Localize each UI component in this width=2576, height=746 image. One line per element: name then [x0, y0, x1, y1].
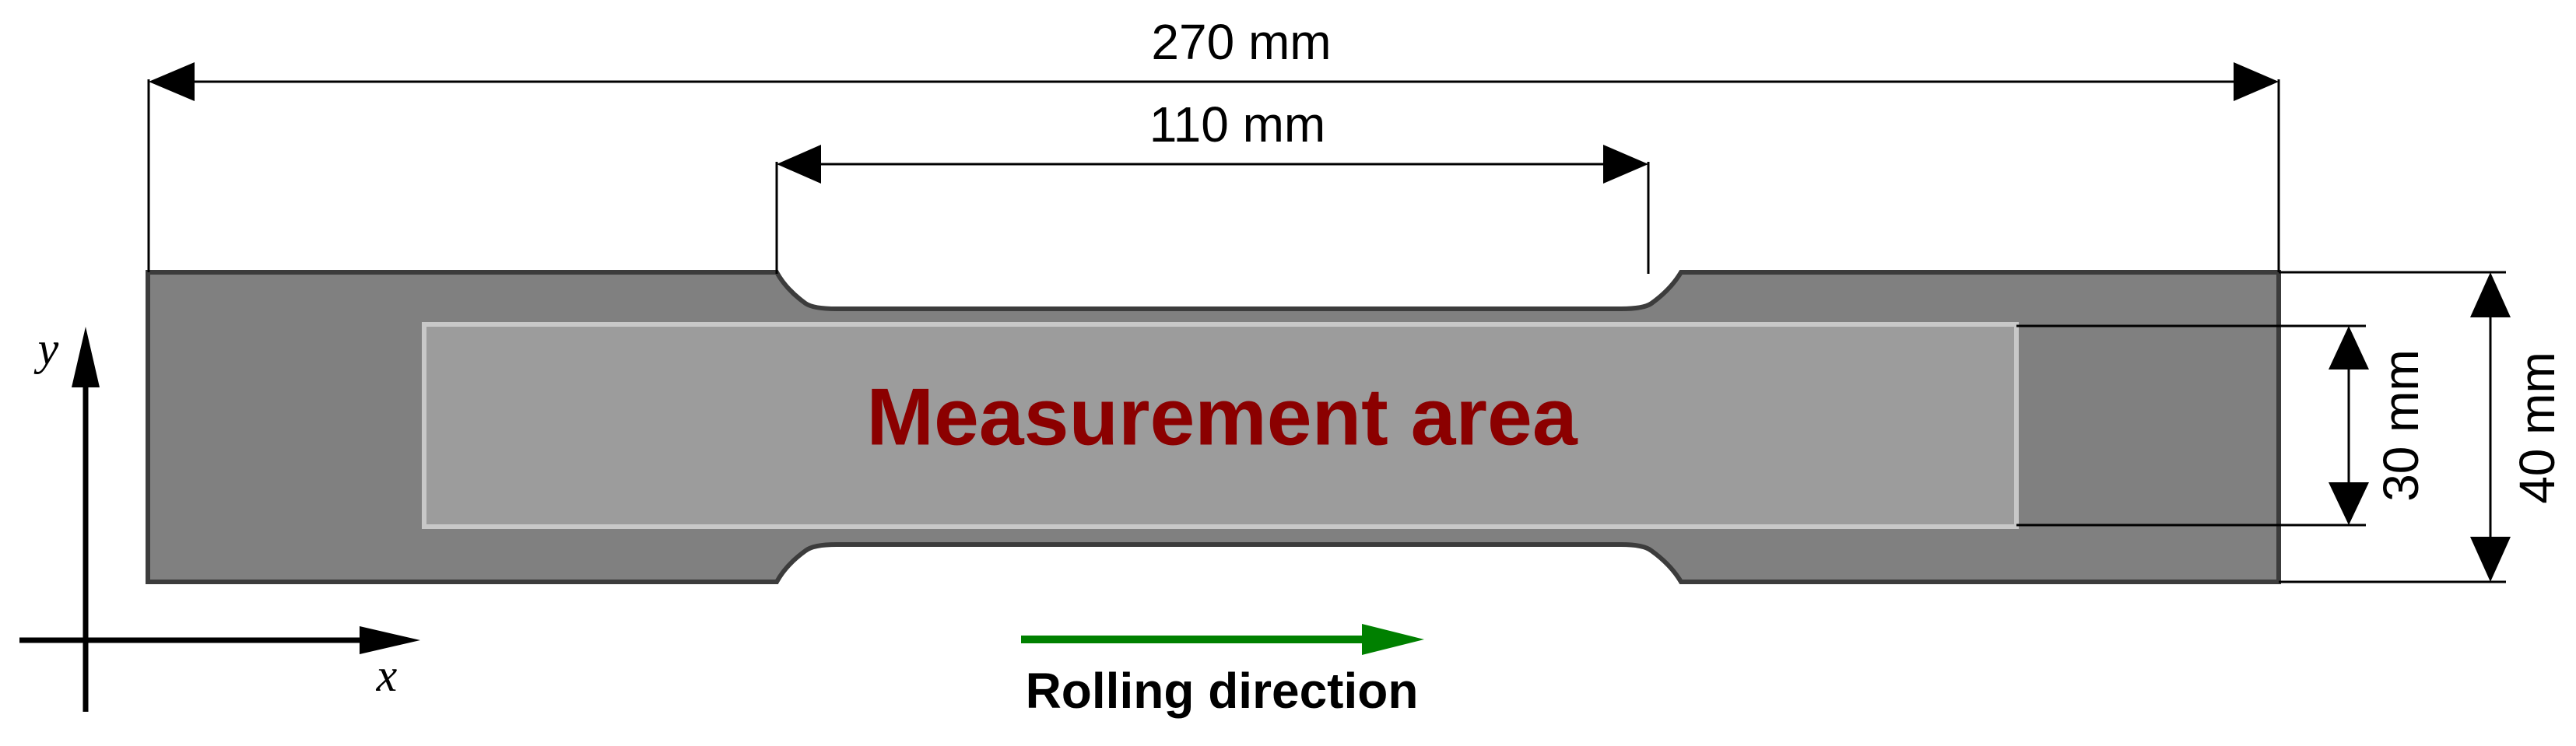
gauge-length-label: 110 mm	[1149, 96, 1325, 152]
y-axis-label: y	[33, 323, 59, 374]
gauge-length-arrow-right	[1603, 145, 1648, 184]
overall-width-label: 40 mm	[2509, 352, 2565, 504]
measurement-width-arrow-top	[2329, 326, 2369, 369]
overall-length-label: 270 mm	[1151, 14, 1331, 70]
measurement-width-arrow-bottom	[2329, 482, 2369, 525]
overall-length-arrow-right	[2234, 62, 2279, 101]
measurement-area	[422, 322, 2019, 529]
y-axis-arrowhead	[72, 327, 100, 387]
gauge-length-arrow-left	[777, 145, 821, 184]
overall-length-arrow-left	[149, 62, 195, 101]
rolling-direction-label: Rolling direction	[1026, 663, 1419, 719]
measurement-area-label: Measurement area	[866, 372, 1578, 462]
x-axis-label: x	[376, 650, 398, 701]
overall-width-arrow-bottom	[2470, 537, 2511, 582]
measurement-width-label: 30 mm	[2373, 349, 2429, 502]
rolling-direction-arrowhead	[1362, 624, 1424, 655]
overall-width-arrow-top	[2470, 272, 2511, 317]
x-axis-arrowhead	[360, 626, 420, 654]
